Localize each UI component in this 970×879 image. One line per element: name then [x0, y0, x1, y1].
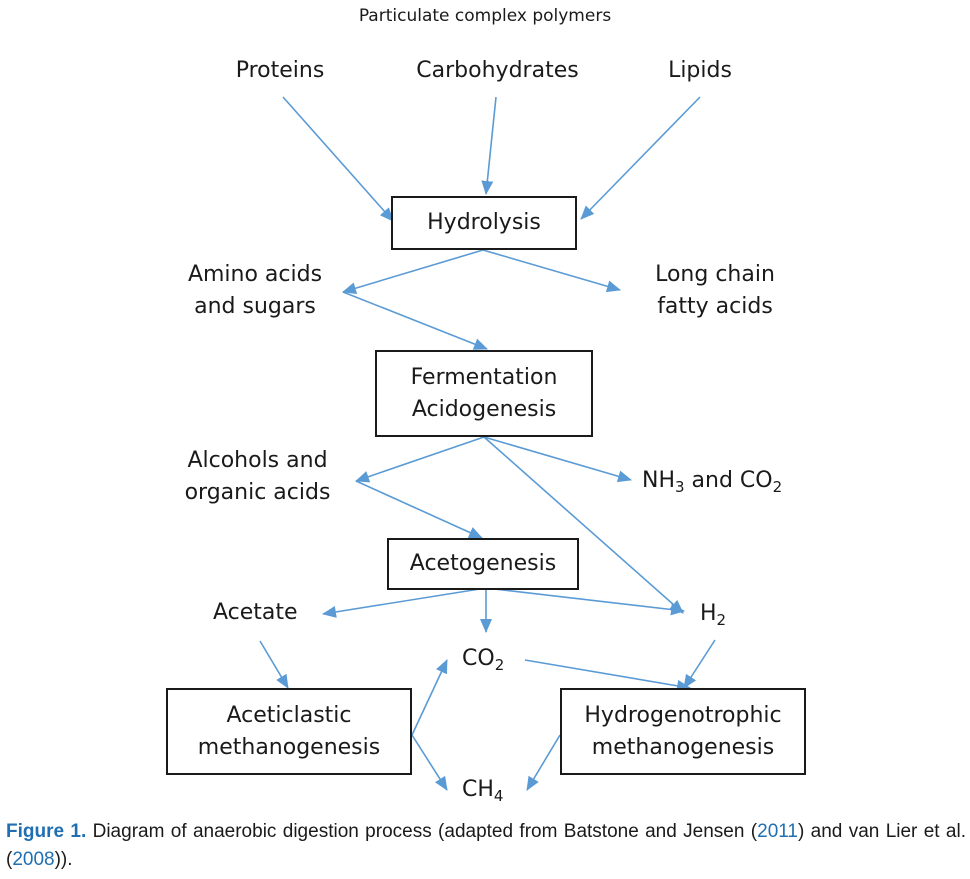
arrow-acetogenesis-h2	[485, 587, 685, 616]
acetogenesis-box: Acetogenesis	[387, 538, 579, 590]
amino-line1: Amino acids	[187, 262, 323, 287]
arrow-co2-hydrogenotrophic	[524, 659, 691, 692]
nh3-and-co2: NH3 and CO2	[642, 465, 782, 497]
alcohols-line1: Alcohols and	[187, 448, 328, 473]
acetogenesis-label: Acetogenesis	[409, 551, 557, 576]
fermentation-line1: Fermentation	[410, 364, 558, 390]
fermentation-line2: Acidogenesis	[411, 396, 557, 422]
arrow-aceticlastic-ch4	[411, 734, 448, 791]
long-chain-fatty-acids: Long chain fatty acids	[630, 259, 800, 323]
ch4-sub: 4	[493, 787, 504, 805]
arrow-alcohols-acetogenesis	[355, 480, 483, 539]
arrow-hydrolysis-lcfa	[482, 249, 621, 293]
aceticlastic-line2: methanogenesis	[197, 734, 381, 760]
input-lipids: Lipids	[668, 58, 732, 83]
amino-acids-sugars: Amino acids and sugars	[170, 259, 340, 323]
acetate-label: Acetate	[213, 600, 298, 625]
arrow-proteins-hydrolysis	[282, 96, 394, 222]
lcfa-line2: fatty acids	[657, 294, 773, 319]
hydrogenotrophic-methanogenesis-box: Hydrogenotrophic methanogenesis	[560, 688, 806, 775]
nh3-sub: 3	[675, 478, 685, 496]
nh3-co2-sub: 2	[772, 478, 783, 496]
figure-label: Figure 1.	[6, 821, 87, 842]
hydrolysis-box: Hydrolysis	[391, 196, 577, 250]
aceticlastic-line1: Aceticlastic	[226, 702, 352, 728]
caption-text-after: )).	[54, 849, 73, 870]
arrow-lipids-hydrolysis	[580, 96, 701, 220]
co2-base: CO	[462, 646, 495, 671]
hydrogenotrophic-line1: Hydrogenotrophic	[584, 702, 782, 728]
arrow-acetogenesis-acetate	[322, 587, 487, 618]
figure-caption: Figure 1. Diagram of anaerobic digestion…	[6, 818, 966, 874]
amino-line2: and sugars	[194, 294, 316, 319]
arrow-hydrolysis-amino	[342, 249, 484, 295]
nh3-base: NH	[642, 468, 675, 493]
input-proteins: Proteins	[235, 58, 325, 83]
arrow-hydrogenotrophic-ch4	[526, 734, 561, 791]
reference-link-2008[interactable]: 2008	[12, 849, 55, 870]
h2-sub: 2	[716, 611, 727, 629]
h2-label: H2	[700, 598, 726, 630]
arrow-amino-fermentation	[342, 291, 488, 350]
ch4-label: CH4	[462, 774, 503, 806]
arrow-h2-hydrogenotrophic	[683, 639, 716, 689]
arrow-fermentation-h2	[483, 436, 684, 614]
arrow-acetate-aceticlastic	[259, 640, 289, 689]
lcfa-line1: Long chain	[655, 262, 775, 287]
arrow-fermentation-nh3	[483, 436, 632, 483]
co2-sub: 2	[494, 656, 505, 674]
alcohols-organic-acids: Alcohols and organic acids	[170, 445, 345, 509]
alcohols-line2: organic acids	[184, 480, 331, 505]
h2-base: H	[700, 601, 717, 626]
hydrogenotrophic-line2: methanogenesis	[591, 734, 775, 760]
hydrolysis-label: Hydrolysis	[427, 210, 541, 235]
nh3-mid: and CO	[684, 468, 773, 493]
ch4-base: CH	[462, 777, 494, 802]
flow-arrows	[259, 96, 716, 791]
co2-label: CO2	[462, 643, 504, 675]
arrow-fermentation-alcohols	[355, 436, 485, 483]
aceticlastic-methanogenesis-box: Aceticlastic methanogenesis	[166, 688, 412, 775]
input-carbohydrates: Carbohydrates	[416, 58, 579, 83]
reference-link-2011[interactable]: 2011	[757, 821, 798, 842]
caption-text-before: Diagram of anaerobic digestion process (…	[86, 821, 758, 842]
caption-text-middle: ) and van Lier et al. (	[6, 821, 967, 870]
fermentation-box: Fermentation Acidogenesis	[375, 350, 593, 437]
top-label: Particulate complex polymers	[358, 6, 612, 26]
arrow-aceticlastic-co2	[411, 659, 448, 736]
arrow-carbohydrates-hydrolysis	[481, 96, 497, 195]
